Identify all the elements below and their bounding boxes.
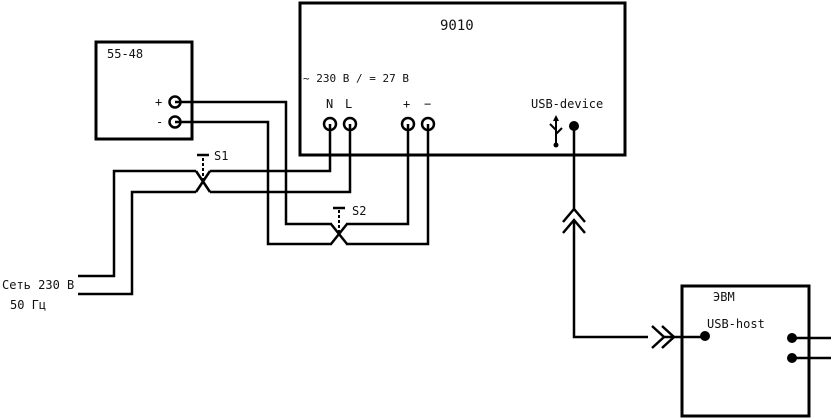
usb-cable [562, 126, 705, 349]
switch-s1 [194, 153, 212, 193]
pin-n-label: N [326, 97, 333, 111]
mains-label-frequency: 50 Гц [10, 298, 46, 312]
s1-label: S1 [214, 149, 228, 163]
host-unit-title: ЭВМ [713, 290, 735, 304]
ps-plus-label: + [155, 95, 162, 109]
pin-minus-label: − [424, 97, 431, 111]
usb-device-label: USB-device [531, 97, 603, 111]
mains-label-voltage: Сеть 230 В [2, 278, 74, 292]
pin-plus-label: + [403, 97, 410, 111]
s2-label: S2 [352, 204, 366, 218]
supply-label: ~ 230 B / = 27 B [303, 72, 409, 85]
mains-wiring [78, 124, 352, 296]
pin-l-label: L [345, 97, 352, 111]
dc-wiring [175, 100, 430, 246]
usb-host-label: USB-host [707, 317, 765, 331]
usb-icon [549, 115, 563, 148]
power-source-title: 55-48 [107, 47, 143, 61]
main-unit-title: 9010 [440, 18, 474, 34]
switch-s2 [330, 206, 348, 245]
ps-minus-label: - [156, 115, 163, 129]
host-unit-box [680, 284, 811, 418]
